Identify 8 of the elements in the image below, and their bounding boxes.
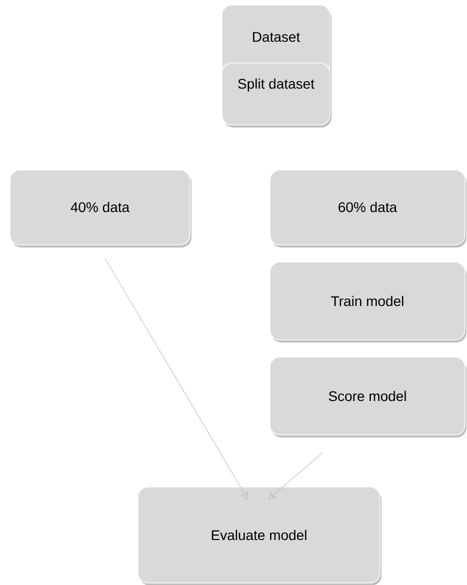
process-box: Train model — [270, 262, 466, 342]
process-box: Score model — [270, 356, 466, 438]
process-box: Evaluate model — [138, 486, 382, 585]
process-box: 40% data — [10, 170, 192, 248]
arrow — [268, 452, 324, 500]
process-box: 60% data — [270, 170, 466, 248]
arrow — [104, 258, 248, 500]
process-box: Split dataset — [222, 62, 332, 128]
